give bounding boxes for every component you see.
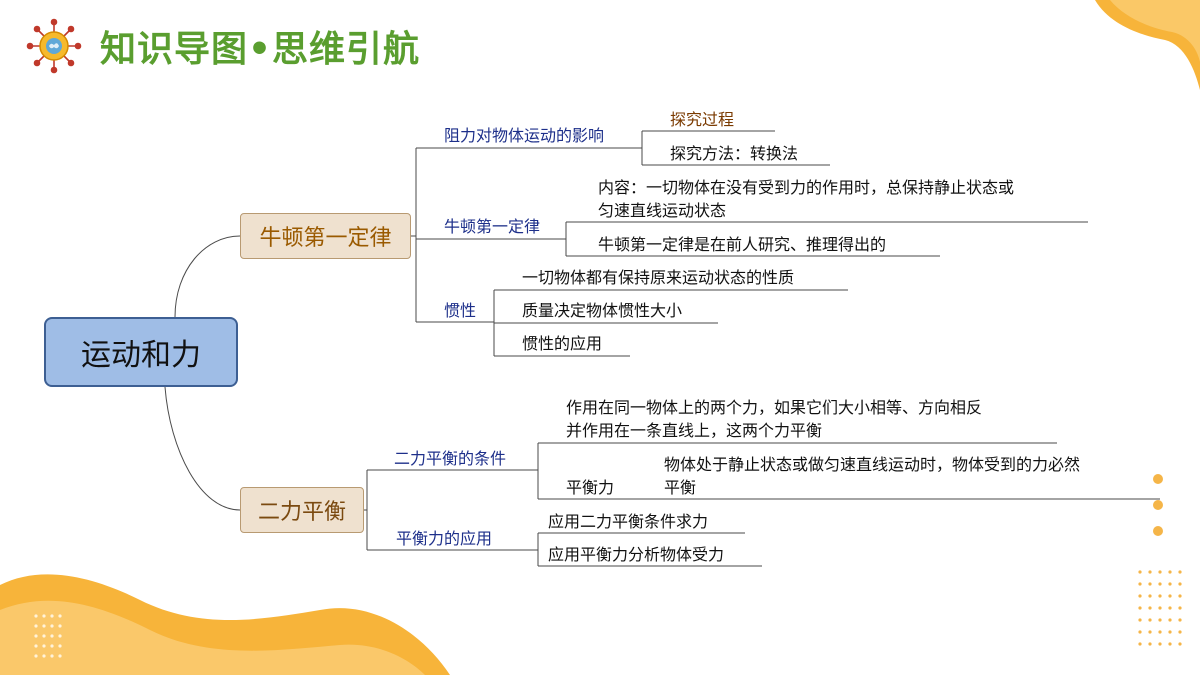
leaf-node: 物体处于静止状态或做匀速直线运动时，物体受到的力必然 (664, 455, 1081, 474)
leaf-node: 应用平衡力分析物体受力 (548, 545, 725, 564)
leaf-node: 惯性的应用 (522, 334, 603, 353)
branch-node-force-balance: 二力平衡 (240, 487, 364, 533)
subtopic-resistance-effect: 阻力对物体运动的影响 (444, 126, 605, 145)
leaf-node: 应用二力平衡条件求力 (548, 512, 709, 531)
branch-node-newton-law: 牛顿第一定律 (240, 213, 411, 259)
subtopic-newton-first-law: 牛顿第一定律 (444, 217, 541, 236)
mindmap-root-node: 运动和力 (44, 317, 238, 387)
leaf-node: 作用在同一物体上的两个力，如果它们大小相等、方向相反 (566, 398, 983, 417)
brain-gear-icon (26, 18, 82, 74)
leaf-node: 并作用在一条直线上，这两个力平衡 (566, 421, 823, 440)
leaf-node: 质量决定物体惯性大小 (522, 301, 683, 320)
leaf-node: 平衡 (664, 478, 697, 497)
dots-vertical (1153, 474, 1163, 536)
leaf-node: 一切物体都有保持原来运动状态的性质 (522, 268, 795, 287)
dot-grid-left (34, 614, 62, 658)
subtopic-inertia: 惯性 (444, 301, 477, 320)
leaf-node: 探究方法：转换法 (670, 144, 799, 163)
subtopic-balanced-forces: 平衡力 (566, 478, 615, 497)
page-title: 知识导图•思维引航 (100, 29, 421, 70)
subtopic-balance-condition: 二力平衡的条件 (394, 449, 507, 468)
leaf-node: 牛顿第一定律是在前人研究、推理得出的 (598, 235, 887, 254)
dot-grid-right (1138, 570, 1182, 646)
leaf-node: 探究过程 (670, 110, 735, 129)
subtopic-balance-application: 平衡力的应用 (396, 529, 493, 548)
leaf-node: 匀速直线运动状态 (598, 201, 727, 220)
leaf-node: 内容：一切物体在没有受到力的作用时，总保持静止状态或 (598, 178, 1015, 197)
